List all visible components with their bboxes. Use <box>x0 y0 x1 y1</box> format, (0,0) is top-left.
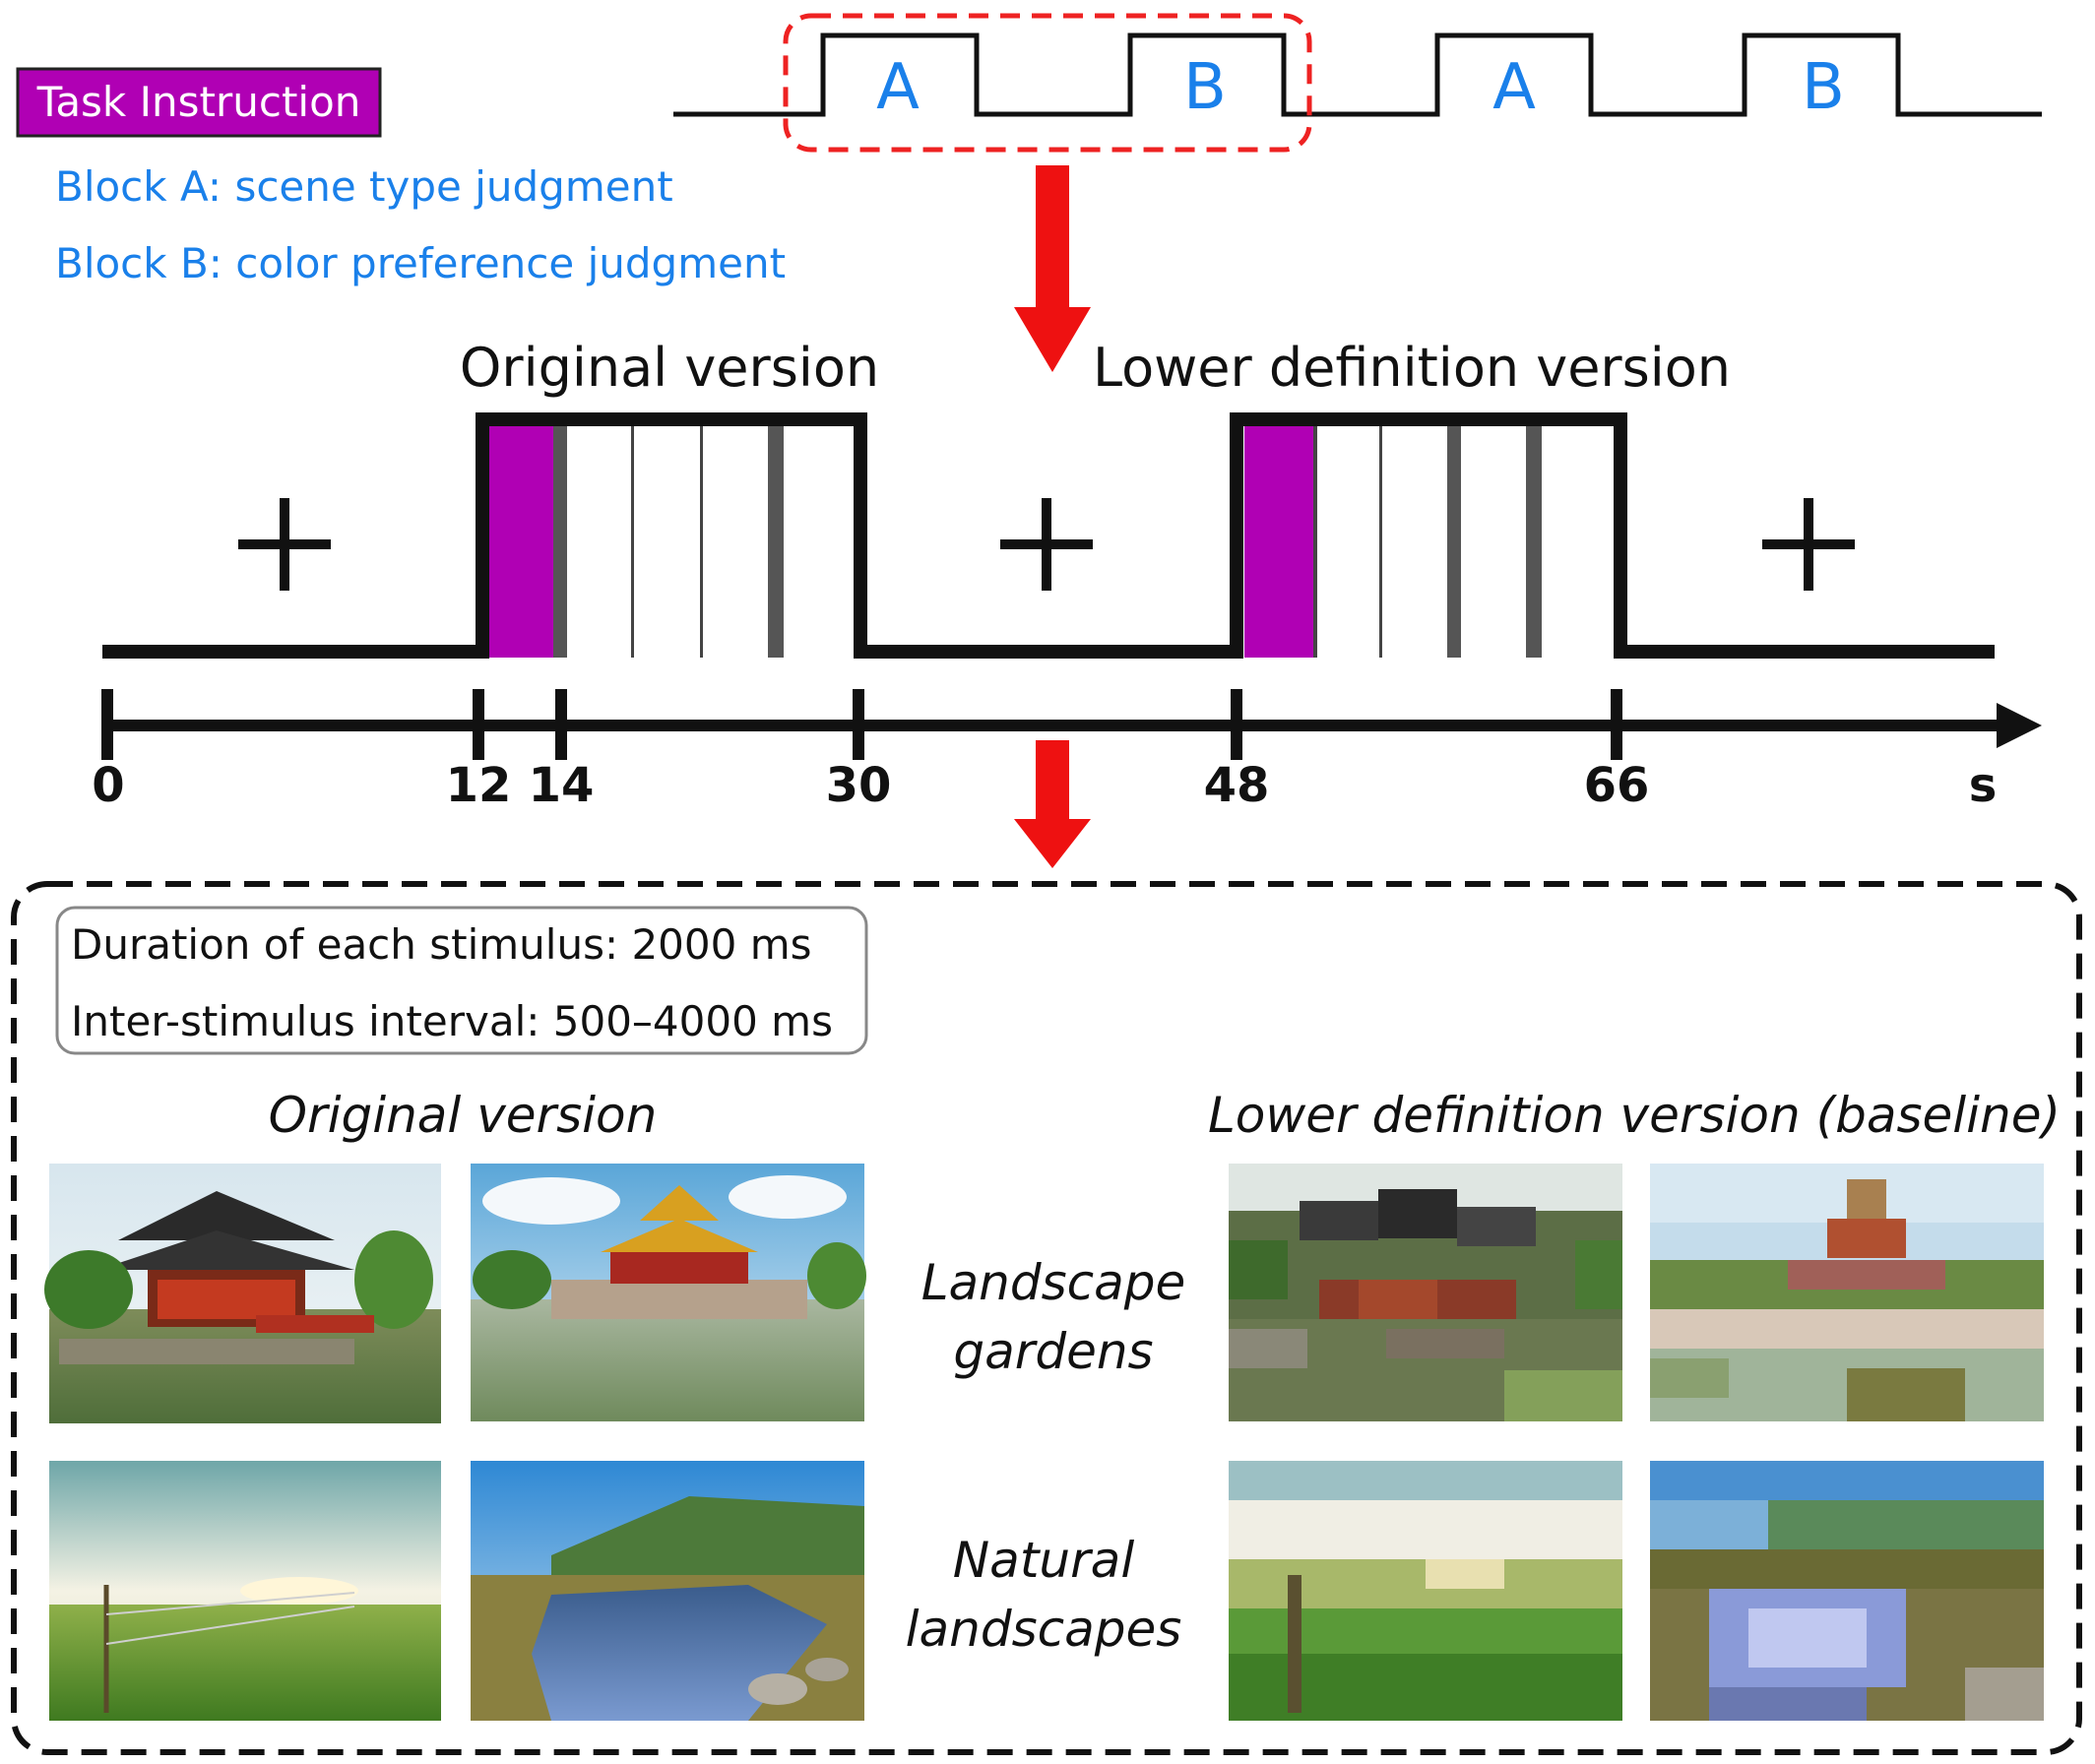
tick-mark <box>1611 689 1622 760</box>
block-label-b-2: B <box>1802 51 1845 124</box>
stimulus-bar <box>1379 423 1382 658</box>
block-label-b-1: B <box>1183 51 1227 124</box>
stimulus-bar <box>1447 423 1461 658</box>
stimulus-duration-text: Duration of each stimulus: 2000 ms <box>71 920 812 969</box>
tick-mark <box>1231 689 1242 760</box>
category-natural-line1: Natural <box>953 1532 1135 1589</box>
stimulus-bar <box>768 423 784 658</box>
stimulus-bar <box>1313 423 1317 658</box>
lower-version-label: Lower definition version <box>1093 337 1731 399</box>
lower-heading: Lower definition version (baseline) <box>1208 1087 2061 1144</box>
tick-label-14: 14 <box>529 758 595 813</box>
isi-text: Inter-stimulus interval: 500–4000 ms <box>71 997 833 1045</box>
stimulus-bar <box>631 423 634 658</box>
block-label-a-1: A <box>876 51 920 124</box>
block-a-description: Block A: scene type judgment <box>55 162 673 211</box>
photo-original-grassland <box>49 1461 441 1721</box>
stimulus-bar <box>553 423 567 658</box>
tick-label-0: 0 <box>92 758 124 813</box>
zoom-arrow-1 <box>1014 165 1091 372</box>
category-gardens-line2: gardens <box>953 1323 1153 1380</box>
photo-lowres-river-valley <box>1650 1461 2044 1721</box>
task-instruction-badge: Task Instruction <box>18 69 380 136</box>
time-axis <box>101 689 2042 760</box>
tick-mark <box>555 689 567 760</box>
instruction-segment-lower <box>1244 423 1313 658</box>
category-gardens-line1: Landscape <box>921 1254 1186 1311</box>
fixation-cross-2 <box>1000 498 1093 591</box>
fixation-cross-1 <box>238 498 331 591</box>
block-label-a-2: A <box>1492 51 1536 124</box>
photo-original-pavilion-garden <box>44 1164 441 1423</box>
tick-label-12: 12 <box>446 758 512 813</box>
photo-original-river-valley <box>471 1461 864 1721</box>
stimulus-bar <box>700 423 703 658</box>
time-axis-arrowhead <box>1997 703 2042 748</box>
photo-lowres-palace-tower <box>1650 1164 2044 1421</box>
instruction-segment-original <box>488 423 553 658</box>
original-heading: Original version <box>269 1087 658 1144</box>
tick-mark <box>101 689 113 760</box>
lower-block <box>1244 423 1542 658</box>
photo-original-palace-tower <box>471 1164 866 1421</box>
tick-mark <box>853 689 864 760</box>
tick-label-66: 66 <box>1584 758 1650 813</box>
fixation-cross-3 <box>1762 498 1855 591</box>
tick-label-48: 48 <box>1204 758 1270 813</box>
task-instruction-label: Task Instruction <box>36 78 361 126</box>
block-b-description: Block B: color preference judgment <box>55 239 786 287</box>
original-version-label: Original version <box>460 337 879 399</box>
tick-mark <box>473 689 484 760</box>
original-block <box>488 423 784 658</box>
tick-label-30: 30 <box>826 758 892 813</box>
stimulus-bar <box>1526 423 1542 658</box>
photo-lowres-pavilion-garden <box>1229 1164 1622 1421</box>
zoom-arrow-2 <box>1014 740 1091 868</box>
axis-unit-label: s <box>1969 758 1998 813</box>
photo-lowres-grassland <box>1229 1461 1622 1721</box>
category-natural-line2: landscapes <box>906 1601 1182 1658</box>
